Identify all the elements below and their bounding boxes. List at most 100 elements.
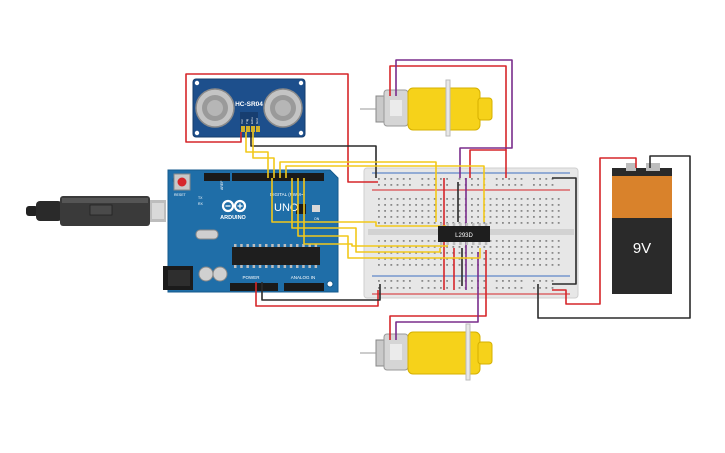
- breadboard-hole: [557, 198, 560, 200]
- breadboard-hole: [396, 198, 399, 200]
- breadboard-hole: [421, 264, 424, 266]
- chip-pin: [308, 244, 311, 247]
- breadboard-hole: [427, 204, 430, 206]
- breadboard-hole: [489, 246, 492, 248]
- breadboard-hole: [421, 252, 424, 254]
- breadboard-hole: [502, 216, 504, 218]
- breadboard-hole: [446, 246, 448, 248]
- breadboard-hole: [378, 216, 380, 218]
- breadboard-hole: [390, 204, 393, 206]
- l293d-chip: L293D: [438, 223, 490, 245]
- crystal: [195, 229, 219, 240]
- breadboard-hole: [384, 198, 386, 200]
- breadboard-hole: [402, 222, 405, 224]
- breadboard-hole: [402, 198, 405, 200]
- breadboard-hole: [489, 240, 492, 242]
- rx-label: RX: [198, 202, 204, 206]
- chip-pin: [240, 244, 243, 247]
- breadboard-hole: [520, 216, 523, 218]
- breadboard-hole: [526, 240, 529, 242]
- breadboard-hole: [396, 287, 399, 289]
- breadboard-hole: [402, 287, 405, 289]
- breadboard-hole: [551, 287, 554, 289]
- arduino-brand-text: ARDUINO: [220, 215, 246, 221]
- breadboard-hole: [551, 216, 554, 218]
- breadboard-hole: [520, 184, 523, 186]
- breadboard-hole: [533, 264, 535, 266]
- breadboard-hole: [402, 252, 405, 254]
- breadboard-hole: [508, 280, 510, 282]
- chip-pin: [484, 223, 488, 226]
- breadboard-hole: [421, 178, 424, 180]
- breadboard-hole: [545, 210, 548, 212]
- sensor-pin-echo: Echo: [250, 117, 254, 124]
- breadboard-hole: [545, 216, 548, 218]
- breadboard-hole: [433, 178, 436, 180]
- breadboard-hole: [440, 216, 442, 218]
- breadboard-hole: [526, 264, 529, 266]
- chip-pin: [277, 244, 280, 247]
- chip-pin: [283, 265, 287, 268]
- breadboard-hole: [378, 204, 380, 206]
- breadboard-hole: [539, 252, 541, 254]
- breadboard-hole: [440, 264, 442, 266]
- breadboard-hole: [458, 204, 461, 206]
- breadboard-hole: [421, 280, 424, 282]
- breadboard-hole: [446, 222, 448, 224]
- chip-pin: [246, 265, 249, 268]
- battery-label: 9V: [633, 240, 651, 257]
- breadboard-hole: [433, 210, 436, 212]
- usb-cable: [26, 196, 166, 226]
- breadboard-hole: [502, 178, 504, 180]
- breadboard-hole: [433, 258, 436, 260]
- breadboard-hole: [520, 264, 523, 266]
- breadboard-hole: [378, 246, 380, 248]
- breadboard-hole: [502, 240, 504, 242]
- breadboard-hole: [396, 204, 399, 206]
- breadboard-hole: [440, 222, 442, 224]
- breadboard-hole: [458, 246, 461, 248]
- wire-purple: [395, 252, 479, 340]
- breadboard-hole: [415, 240, 417, 242]
- breadboard-hole: [483, 258, 486, 260]
- chip-pin: [277, 265, 280, 268]
- wire-yellow: [285, 165, 485, 222]
- breadboard-hole: [427, 178, 430, 180]
- breadboard-hole: [514, 198, 517, 200]
- breadboard-hole: [483, 264, 486, 266]
- breadboard-hole: [471, 216, 473, 218]
- breadboard-hole: [433, 287, 436, 289]
- power-label: POWER: [242, 275, 260, 280]
- breadboard-hole: [384, 252, 386, 254]
- breadboard-hole: [508, 287, 510, 289]
- breadboard-hole: [396, 246, 399, 248]
- breadboard-hole: [409, 280, 411, 282]
- breadboard-hole: [427, 184, 430, 186]
- wire-black: [552, 177, 577, 285]
- breadboard-hole: [446, 198, 448, 200]
- breadboard-hole: [495, 198, 498, 200]
- breadboard-hole: [396, 252, 399, 254]
- breadboard-hole: [458, 264, 461, 266]
- breadboard-hole: [421, 216, 424, 218]
- breadboard-hole: [440, 246, 442, 248]
- breadboard-hole: [427, 210, 430, 212]
- breadboard-hole: [433, 216, 436, 218]
- breadboard-hole: [533, 287, 535, 289]
- breadboard-hole: [402, 240, 405, 242]
- breadboard-hole: [545, 184, 548, 186]
- breadboard-hole: [502, 204, 504, 206]
- breadboard-hole: [427, 252, 430, 254]
- breadboard-hole: [378, 287, 380, 289]
- breadboard-hole: [402, 204, 405, 206]
- sensor-pin-gnd: Gnd: [255, 118, 259, 124]
- breadboard-hole: [471, 184, 473, 186]
- breadboard-hole: [514, 246, 517, 248]
- breadboard-hole: [545, 258, 548, 260]
- ultrasonic-sensor: HC-SR04 Vcc Trig Echo Gnd: [192, 78, 306, 138]
- chip-pin: [271, 265, 274, 268]
- breadboard-hole: [514, 204, 517, 206]
- wire-red: [185, 73, 378, 183]
- reset-label: RESET: [174, 193, 187, 197]
- breadboard-hole: [409, 258, 411, 260]
